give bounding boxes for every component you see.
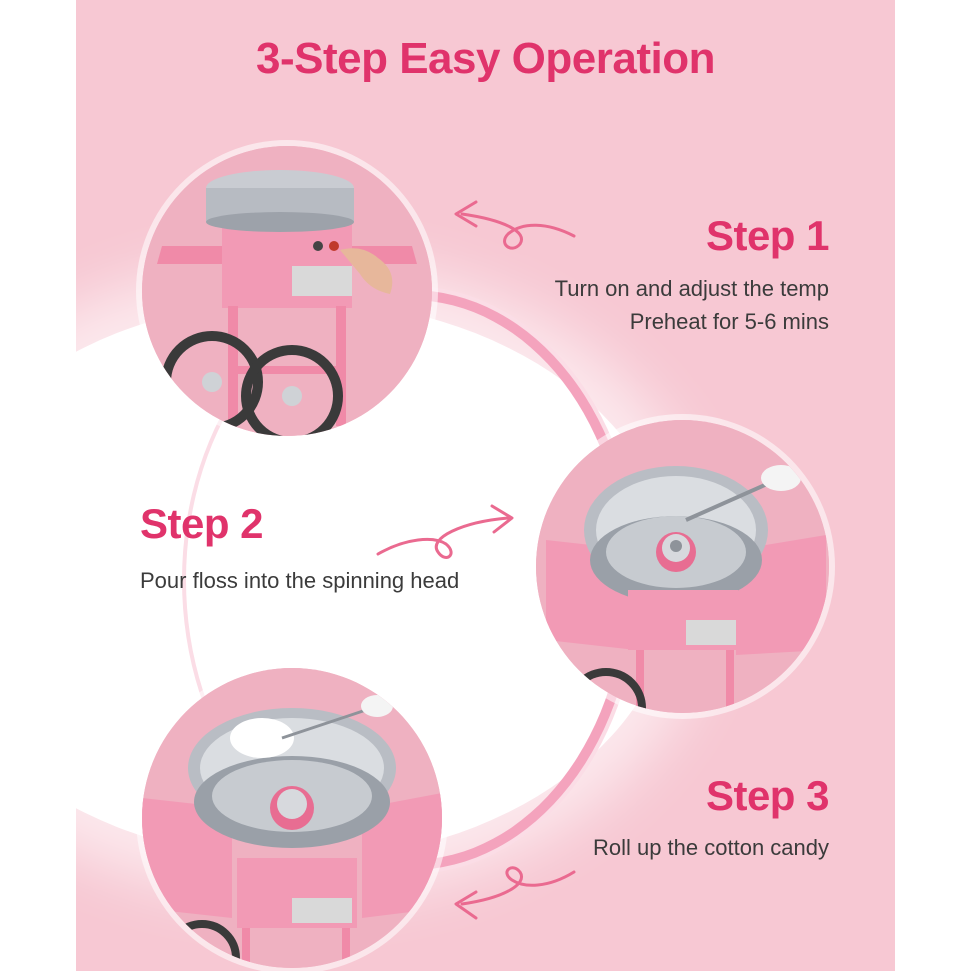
- page-title: 3-Step Easy Operation: [256, 34, 715, 83]
- step-1-line-1: Turn on and adjust the temp: [554, 276, 829, 301]
- step-3-photo: [142, 668, 442, 968]
- step-1-description: Turn on and adjust the temp Preheat for …: [555, 272, 829, 338]
- step-1-heading: Step 1: [705, 212, 830, 259]
- infographic-canvas: 3-Step Easy Operation: [76, 0, 895, 971]
- step-3-description: Roll up the cotton candy: [592, 835, 829, 860]
- arrow-right-icon: [376, 504, 514, 559]
- step-3-heading: Step 3: [705, 772, 830, 819]
- step-1-photo: [142, 146, 432, 436]
- step-2-photo: [536, 420, 829, 713]
- arrow-left-icon: [454, 200, 576, 250]
- step-2-description: Pour floss into the spinning head: [140, 568, 460, 593]
- arrow-left-icon: [454, 866, 576, 920]
- step-2-heading: Step 2: [140, 500, 264, 547]
- step-1-line-2: Preheat for 5-6 mins: [629, 309, 829, 334]
